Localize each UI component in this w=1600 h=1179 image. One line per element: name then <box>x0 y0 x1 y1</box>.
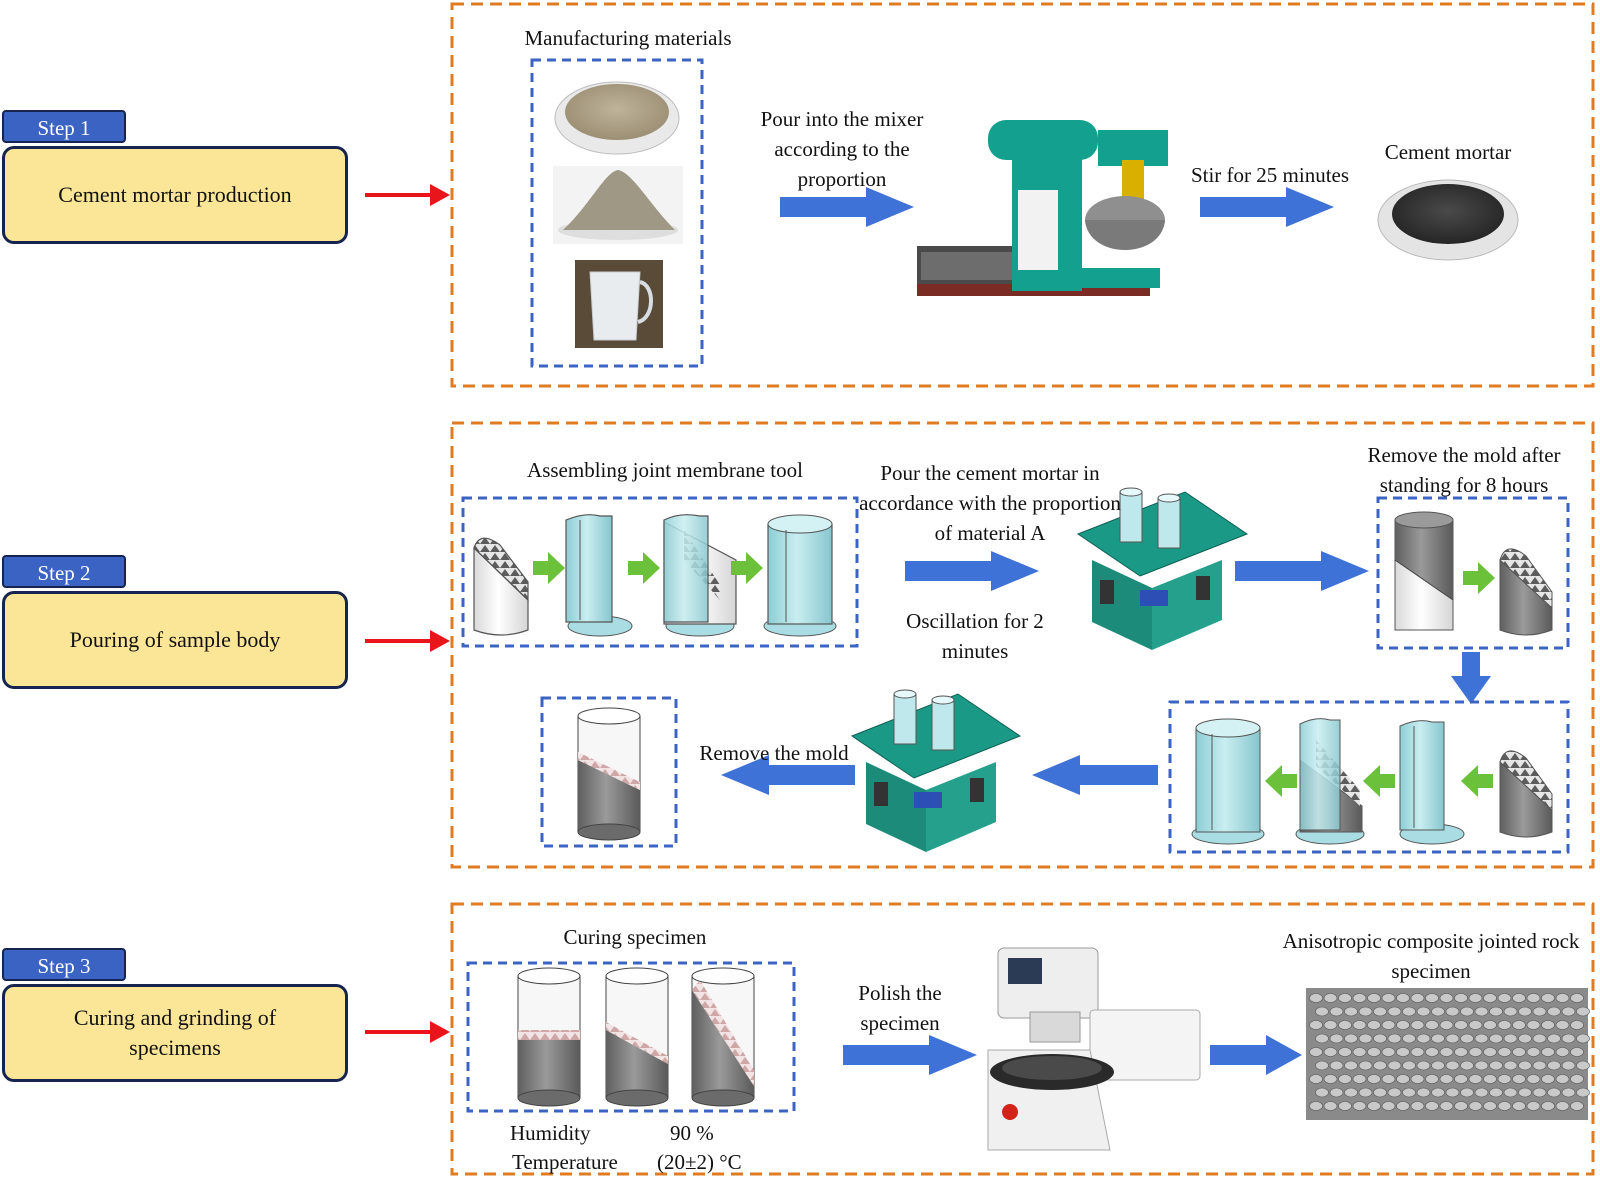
membrane-tool-1 <box>473 537 529 636</box>
stage2-frame <box>450 421 1595 869</box>
pour-mixer-label: Pour into the mixer according to the pro… <box>760 107 924 191</box>
flow-arrow-pour-mortar <box>905 551 1039 591</box>
remove-mold-label: Remove the mold <box>699 741 849 765</box>
oscillation-label: Oscillation for 2 minutes <box>906 609 1044 663</box>
curing-label: Curing specimen <box>563 925 707 949</box>
mold-closed-1 <box>763 514 837 637</box>
materials-label: Manufacturing materials <box>524 26 732 50</box>
jointed-specimen-1 <box>577 707 641 841</box>
specimen-part-a-alone <box>1499 548 1553 636</box>
stir-label: Stir for 25 minutes <box>1190 163 1350 187</box>
polish-label: Polish the specimen <box>858 981 942 1035</box>
flow-arrow-left-1 <box>1032 755 1158 795</box>
step1-box: Cement mortar production <box>2 146 348 244</box>
temperature-label: Temperature <box>512 1150 618 1174</box>
curing-group-box <box>466 961 796 1113</box>
remove-after-label: Remove the mold after standing for 8 hou… <box>1367 443 1561 497</box>
step2-box: Pouring of sample body <box>2 591 348 689</box>
specimen-part-a <box>1394 511 1454 631</box>
mold-open-1 <box>565 514 633 637</box>
assemble-label: Assembling joint membrane tool <box>527 458 803 482</box>
red-arrow-step2 <box>365 630 450 652</box>
flow-arrow-result <box>1210 1035 1302 1075</box>
green-arrow-a2 <box>628 552 660 584</box>
mold-closed-2 <box>1191 718 1265 845</box>
green-arrow-c3 <box>1461 765 1493 797</box>
cured-specimen-2 <box>605 967 669 1107</box>
red-arrow-step3 <box>365 1021 450 1043</box>
flow-arrow-polish <box>843 1035 977 1075</box>
cement-powder-image <box>553 166 683 244</box>
water-jug-image <box>575 260 663 348</box>
cement-mortar-label: Cement mortar <box>1384 140 1512 164</box>
vibration-table-1 <box>1076 487 1249 650</box>
stage1-frame <box>450 2 1595 388</box>
step3-box: Curing and grinding of specimens <box>2 984 348 1082</box>
humidity-value: 90 % <box>670 1121 714 1145</box>
red-arrow-step1 <box>365 184 450 206</box>
sand-plate-image <box>554 81 680 155</box>
step1-tab: Step 1 <box>2 110 126 143</box>
flow-arrow-down <box>1451 652 1491 704</box>
specimen-batch-image <box>1306 988 1590 1120</box>
temperature-value: (20±2) °C <box>657 1150 742 1174</box>
pour-mortar-label: Pour the cement mortar in accordance wit… <box>859 461 1121 545</box>
grinding-machine-image <box>987 947 1201 1151</box>
green-arrow-c2 <box>1363 765 1395 797</box>
materials-group-box <box>530 58 704 368</box>
vibration-table-2 <box>850 689 1022 852</box>
flow-arrow-stand <box>1235 551 1369 591</box>
final-sample-group-box <box>540 696 678 848</box>
specimen-part-a-2 <box>1499 750 1553 838</box>
flow-arrow-pour <box>780 187 914 227</box>
step3-tab: Step 3 <box>2 948 126 981</box>
stage3-frame <box>450 902 1595 1176</box>
step2-tab: Step 2 <box>2 555 126 588</box>
reassembly-group-box <box>1168 700 1570 854</box>
green-arrow-a1 <box>533 552 565 584</box>
cured-specimen-1 <box>517 967 581 1107</box>
mold-with-specimen <box>1295 718 1365 845</box>
green-arrow-c1 <box>1265 765 1297 797</box>
mixer-image <box>917 120 1168 296</box>
humidity-label: Humidity <box>510 1121 591 1145</box>
mold-open-2 <box>1399 720 1465 845</box>
demold-group-box <box>1376 496 1570 650</box>
anisotropic-specimen-label: Anisotropic composite jointed rock speci… <box>1282 929 1580 983</box>
green-arrow-b1 <box>1463 562 1495 594</box>
mold-with-tool <box>663 514 737 637</box>
assembly-group-box <box>461 496 859 648</box>
flow-arrow-left-2 <box>721 755 855 795</box>
flow-arrow-stir <box>1200 187 1334 227</box>
cured-specimen-3 <box>691 967 755 1107</box>
green-arrow-a3 <box>731 552 763 584</box>
cement-mortar-image <box>1377 179 1519 261</box>
